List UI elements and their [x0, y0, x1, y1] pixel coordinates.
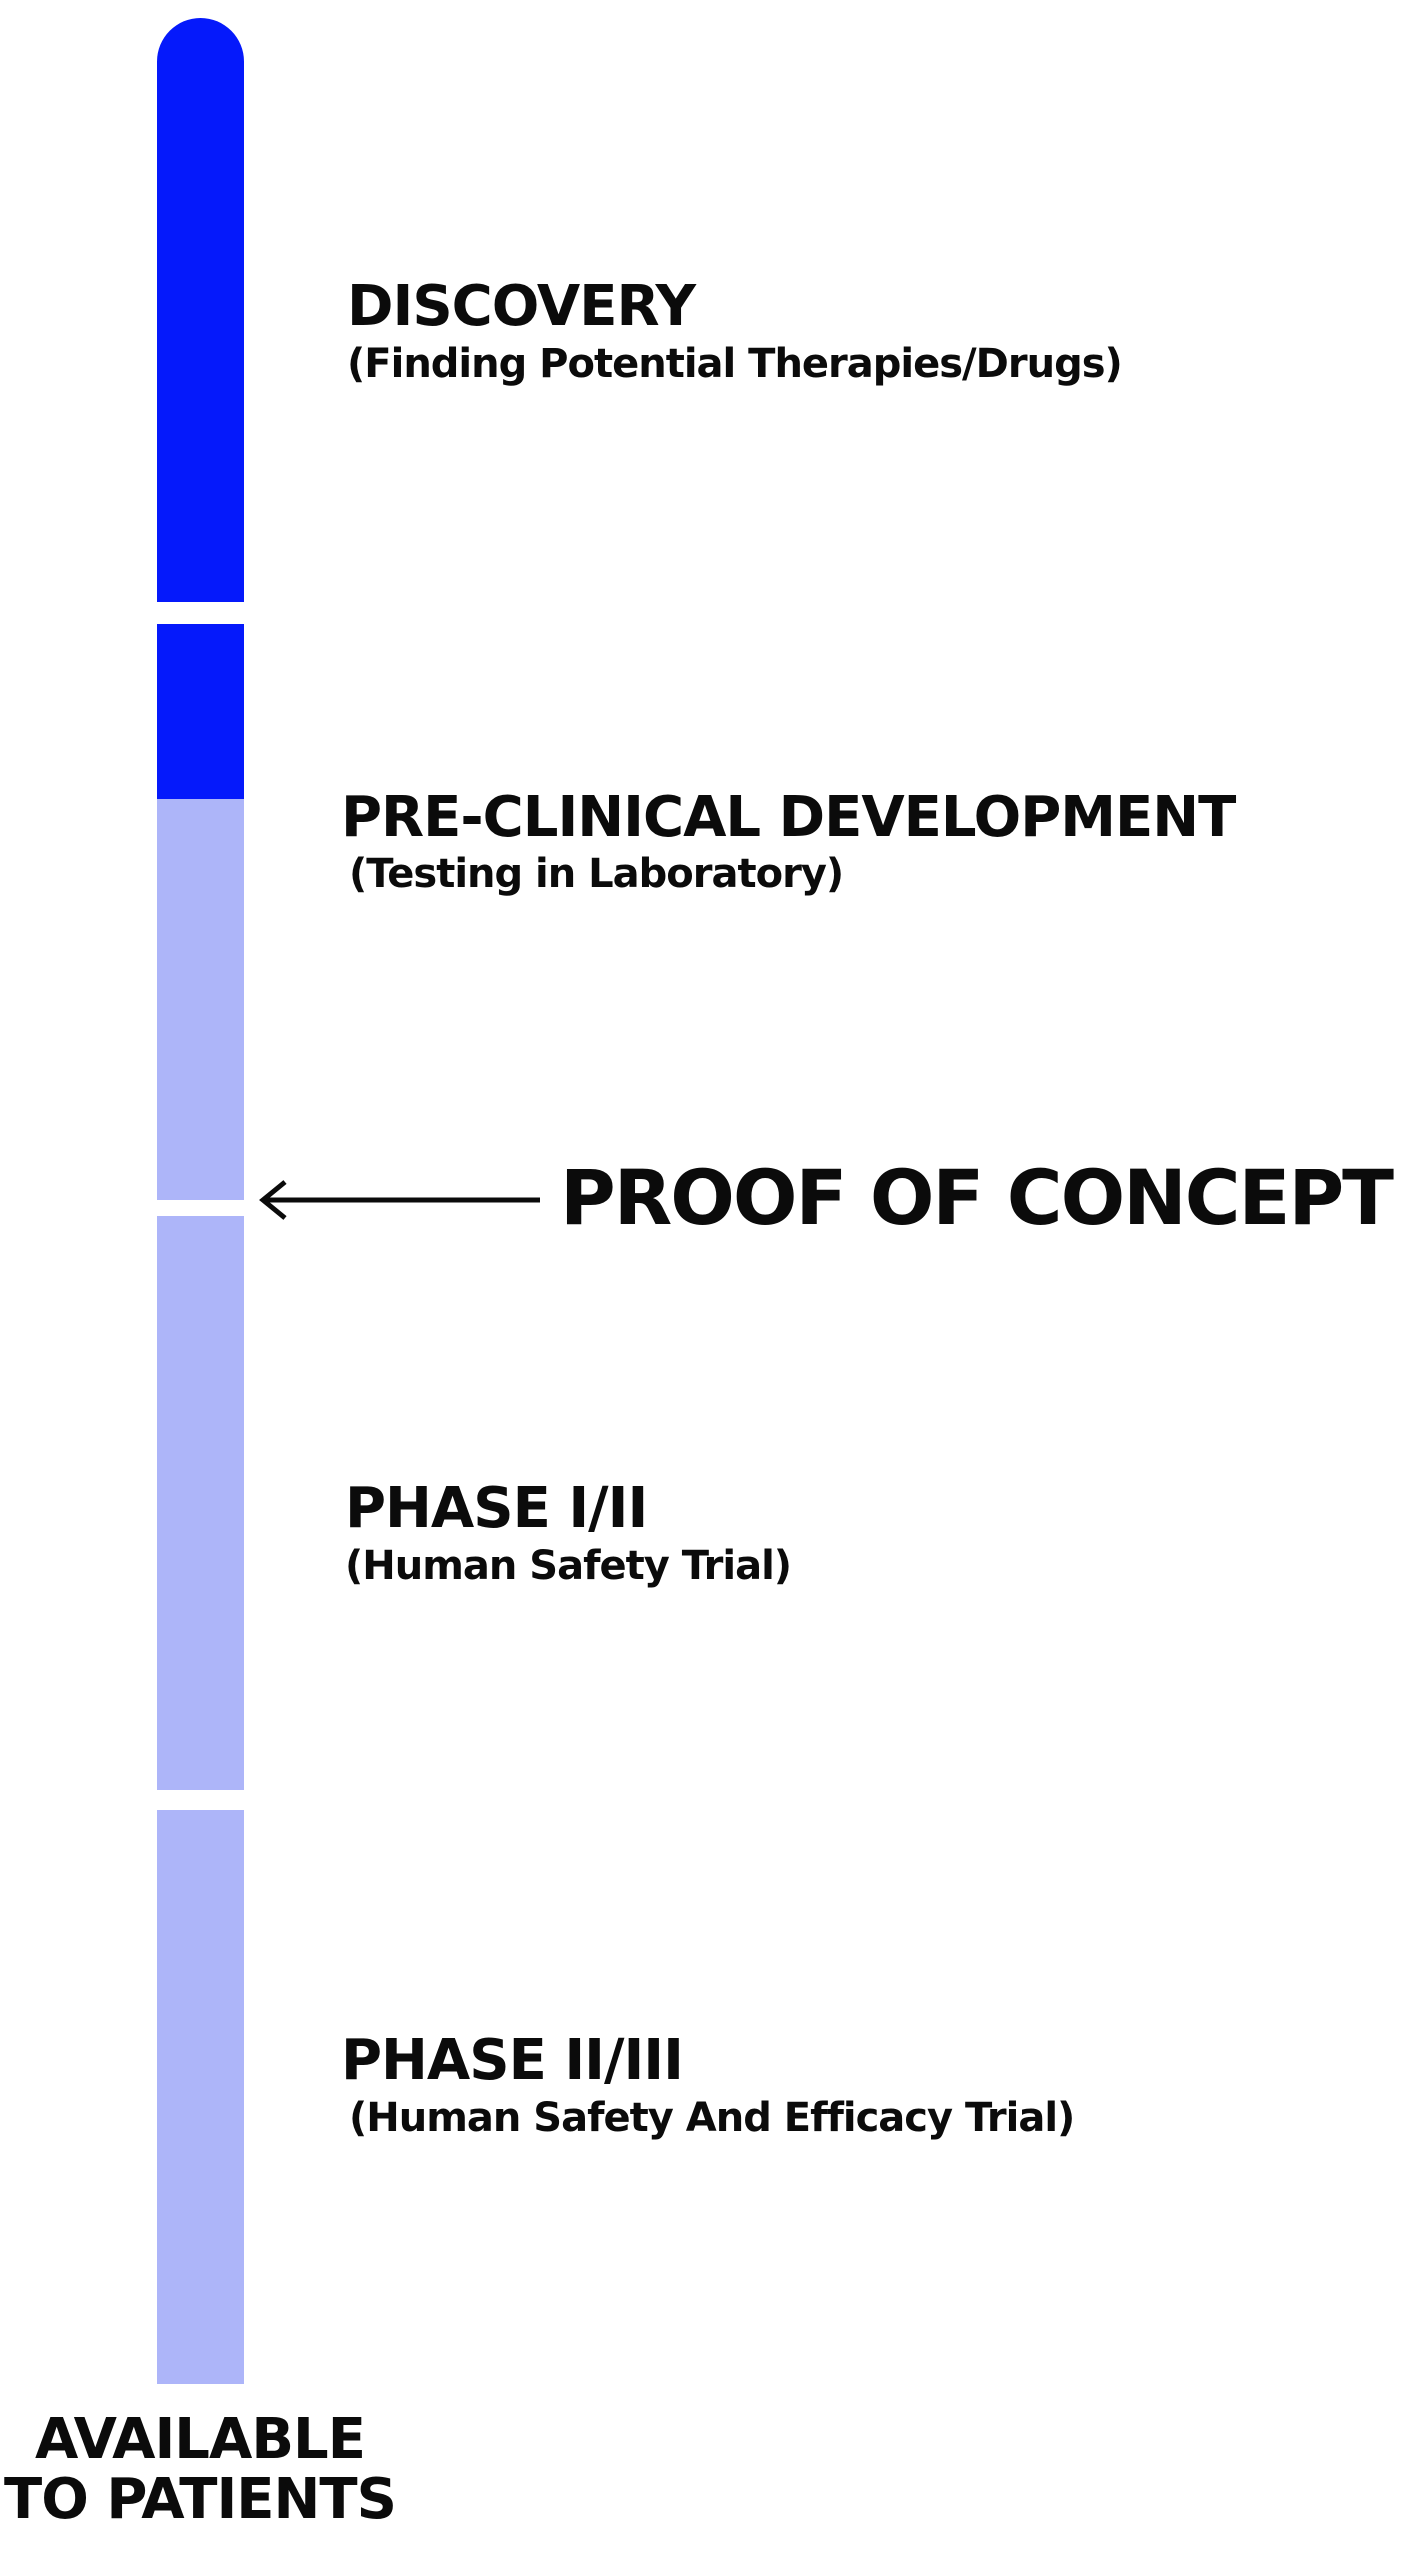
stage-title: PHASE II/III: [341, 2028, 684, 2093]
stage-title: PHASE I/II: [345, 1476, 648, 1541]
stage-subtitle: (Finding Potential Therapies/Drugs): [347, 341, 1123, 387]
endpoint-label: AVAILABLE TO PATIENTS: [0, 2407, 400, 2533]
progress-segment-phase-2-3: [157, 1810, 244, 2384]
stage-title: PRE-CLINICAL DEVELOPMENT: [341, 785, 1236, 850]
endpoint-line-1: AVAILABLE: [35, 2407, 366, 2472]
progress-segment-phase-1-2: [157, 1216, 244, 1790]
progress-segment-discovery: [157, 18, 244, 602]
stage-title: DISCOVERY: [347, 274, 696, 339]
stage-subtitle: (Human Safety And Efficacy Trial): [349, 2095, 1075, 2141]
progress-bar: [157, 18, 244, 2384]
progress-segment-preclinical: [157, 624, 244, 1200]
stage-subtitle: (Testing in Laboratory): [349, 851, 844, 897]
endpoint-line-2: TO PATIENTS: [4, 2467, 397, 2533]
stage-subtitle: (Human Safety Trial): [345, 1543, 792, 1589]
left-arrow-icon: [259, 1180, 540, 1220]
milestone-label: PROOF OF CONCEPT: [560, 1153, 1394, 1242]
